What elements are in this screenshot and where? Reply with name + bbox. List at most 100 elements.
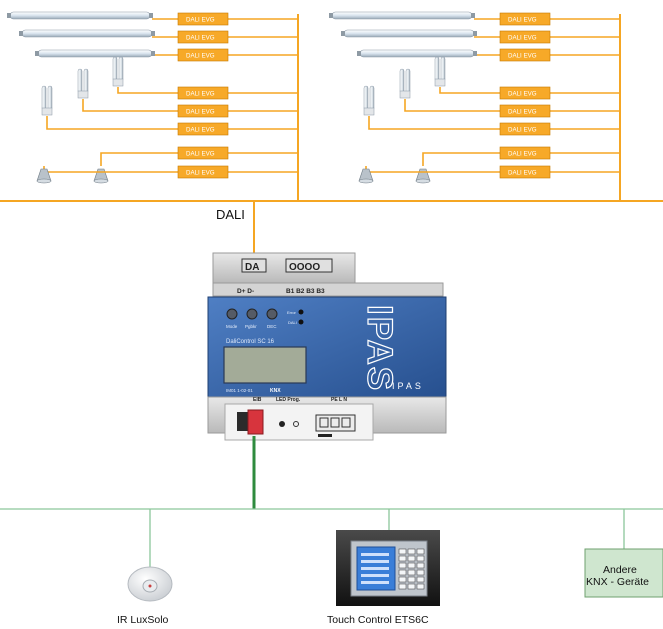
cfl-base-icon <box>112 78 124 87</box>
dali-evg-label: DALI EVG <box>508 35 537 42</box>
cfl-lamp-icon <box>112 56 118 82</box>
screen-row-icon <box>361 553 389 556</box>
dali-evg-box <box>177 146 229 160</box>
ballast-row: DALI EVG <box>358 165 620 184</box>
model-label: DaliControl SC 16 <box>226 339 275 345</box>
ballast-row: DALI EVG <box>415 146 620 184</box>
ballast-row: DALI EVG <box>434 56 620 100</box>
cfl-lamp-icon <box>47 85 53 111</box>
dali-evg-box <box>177 12 229 26</box>
pgbkr-button[interactable] <box>246 308 258 320</box>
fluorescent-tube-icon <box>331 11 473 20</box>
mode-button[interactable] <box>226 308 238 320</box>
dali-bus <box>0 14 663 258</box>
dali-evg-box <box>499 146 551 160</box>
brand-vertical: IPAS <box>360 305 399 392</box>
sensor-label: IR LuxSolo <box>117 614 169 626</box>
knx-bus <box>0 436 663 568</box>
prog-led <box>279 421 285 427</box>
other-devices-line1: Andere <box>603 564 637 576</box>
cfl-lamp-icon <box>83 68 89 94</box>
lcd-display <box>223 346 307 384</box>
tube-end-cap-icon <box>471 13 475 18</box>
keypad-button-icon <box>398 548 407 555</box>
keypad-button-icon <box>398 583 407 590</box>
cfl-base-icon <box>363 107 375 116</box>
cfl-lamp-icon <box>41 85 47 111</box>
ir-luxsolo-sensor <box>127 566 173 602</box>
ballast-row: DALI EVG <box>357 48 620 62</box>
tube-end-cap-icon <box>151 51 155 56</box>
wire <box>117 87 178 94</box>
keypad-button-icon <box>407 562 416 569</box>
ballast-row: DALI EVG <box>112 56 298 100</box>
fluorescent-tube-icon <box>359 49 475 58</box>
dali-evg-label: DALI EVG <box>186 170 215 177</box>
keypad-button-icon <box>416 576 425 583</box>
dali-evg-box <box>499 12 551 26</box>
keypad-button-icon <box>407 583 416 590</box>
dec-button[interactable] <box>266 308 278 320</box>
ballast-row: DALI EVG <box>93 146 298 184</box>
dali-evg-label: DALI EVG <box>186 17 215 24</box>
dali-evg-label: DALI EVG <box>186 151 215 158</box>
knx-logo: KNX <box>270 388 281 394</box>
ballast-row: DALI EVG <box>341 29 620 44</box>
ballast-row: DALI EVG <box>35 48 298 62</box>
dali-led <box>298 319 304 325</box>
wire <box>439 87 500 94</box>
wire <box>100 152 178 166</box>
cfl-lamp-icon <box>118 56 124 82</box>
screen-row-icon <box>361 567 389 570</box>
ballast-row: DALI EVG <box>7 11 298 26</box>
dali-evg-label: DALI EVG <box>508 151 537 158</box>
dali-evg-box <box>177 165 229 179</box>
dali-evg-box <box>177 86 229 100</box>
other-knx-devices-box <box>584 548 663 598</box>
error-led <box>298 309 304 315</box>
wire <box>422 152 500 166</box>
dali-evg-label: DALI EVG <box>508 109 537 116</box>
dec-button-label: DEC <box>267 324 277 329</box>
mode-button-label: Mode <box>226 324 238 329</box>
cfl-base-icon <box>434 78 446 87</box>
sensor-led <box>148 584 152 588</box>
dali-evg-label: DALI EVG <box>186 35 215 42</box>
spotlight-rim-icon <box>93 178 109 184</box>
wire <box>82 99 178 112</box>
prog-button[interactable] <box>293 421 299 427</box>
wire <box>404 99 500 112</box>
keypad-button-icon <box>407 569 416 576</box>
fluorescent-tube-icon <box>343 29 475 38</box>
wire <box>46 116 178 130</box>
top-terminal-block-b <box>285 258 333 273</box>
keypad-button-icon <box>407 576 416 583</box>
cfl-lamp-icon <box>399 68 405 94</box>
brand-horizontal: IPAS <box>392 381 424 391</box>
power-terminal-base <box>318 434 332 437</box>
cfl-lamp-icon <box>363 85 369 111</box>
ballast-row: DALI EVG <box>363 85 620 136</box>
screen-row-icon <box>361 574 389 577</box>
tube-end-cap-icon <box>357 51 361 56</box>
tube-end-cap-icon <box>149 13 153 18</box>
knx-connector-red[interactable] <box>247 409 264 435</box>
wire <box>368 116 500 130</box>
dali-evg-box <box>499 165 551 179</box>
cfl-lamp-icon <box>405 68 411 94</box>
keypad-button-icon <box>416 583 425 590</box>
ballast-row: DALI EVG <box>41 85 298 136</box>
dali-evg-box <box>499 30 551 44</box>
keypad-button-icon <box>398 562 407 569</box>
dali-bus-label: DALI <box>216 207 245 222</box>
keypad-button-icon <box>416 569 425 576</box>
dali-evg-label: DALI EVG <box>508 53 537 60</box>
touch-keypad <box>398 548 425 590</box>
tube-end-cap-icon <box>329 13 333 18</box>
dali-evg-box <box>499 86 551 100</box>
touch-control-device <box>336 530 440 606</box>
ballast-row: DALI EVG <box>36 165 298 184</box>
dali-evg-box <box>177 122 229 136</box>
